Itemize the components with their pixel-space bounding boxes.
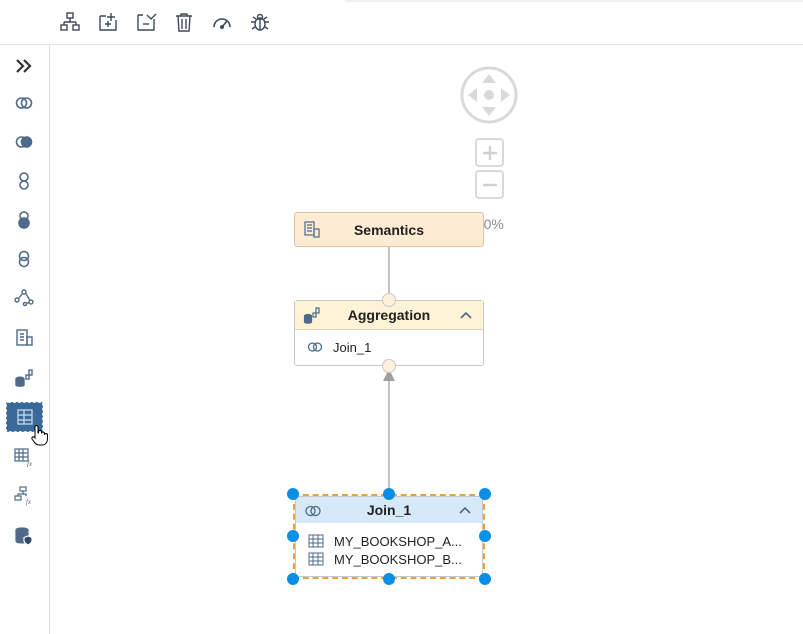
auto-layout-icon[interactable] <box>58 10 82 34</box>
aggregation-icon[interactable] <box>8 363 40 393</box>
performance-icon[interactable] <box>210 10 234 34</box>
data-access-icon[interactable] <box>8 521 40 551</box>
debug-icon[interactable] <box>248 10 272 34</box>
list-item[interactable]: Join_1 <box>295 338 483 356</box>
pan-left-icon <box>468 88 477 102</box>
table-icon <box>308 552 324 566</box>
collapse-chevron-icon[interactable] <box>458 503 472 517</box>
aggregation-node-title: Aggregation <box>347 307 431 323</box>
table-icon <box>308 534 324 548</box>
semantics-node-title: Semantics <box>353 221 425 238</box>
svg-text:fx: fx <box>26 498 32 506</box>
zoom-in-button[interactable] <box>475 138 504 167</box>
list-item[interactable]: MY_BOOKSHOP_B... <box>296 550 482 568</box>
pan-navigator[interactable] <box>460 66 518 124</box>
delete-icon[interactable] <box>172 10 196 34</box>
zoom-out-button[interactable] <box>475 170 504 199</box>
resize-handle-s[interactable] <box>383 573 395 585</box>
calculated-column-icon[interactable]: fx <box>8 442 40 472</box>
resize-handle-nw[interactable] <box>287 488 299 500</box>
resize-handle-e[interactable] <box>479 530 491 542</box>
join-node-title: Join_1 <box>366 502 412 518</box>
minus-zoom-icon <box>482 183 497 186</box>
aggregation-output-port[interactable] <box>382 359 396 373</box>
aggregation-node[interactable]: Aggregation Join_1 <box>294 300 484 366</box>
join-icon <box>307 342 323 352</box>
pan-right-icon <box>501 88 510 102</box>
collapse-chevron-icon[interactable] <box>459 308 473 322</box>
tool-sidebar: fx fx <box>0 45 50 634</box>
join-node[interactable]: Join_1 MY_BOOKSHOP_A... MY_BOOKSHOP_B... <box>295 496 483 577</box>
remove-node-icon[interactable] <box>134 10 158 34</box>
resize-handle-sw[interactable] <box>287 573 299 585</box>
toolbar-top-line <box>345 0 803 2</box>
resize-handle-se[interactable] <box>479 573 491 585</box>
plus-icon <box>482 145 497 160</box>
list-item[interactable]: MY_BOOKSHOP_A... <box>296 532 482 550</box>
semantics-node[interactable]: Semantics <box>294 212 484 247</box>
toolbar <box>0 0 803 45</box>
svg-text:fx: fx <box>27 460 33 467</box>
semantics-node-icon <box>304 221 320 238</box>
hand-cursor-icon <box>30 424 48 446</box>
add-node-icon[interactable] <box>96 10 120 34</box>
table-function-icon[interactable]: fx <box>8 481 40 511</box>
resize-handle-ne[interactable] <box>479 488 491 500</box>
aggregation-node-icon <box>303 307 320 324</box>
intersect-icon[interactable] <box>8 205 40 235</box>
union-icon[interactable] <box>8 166 40 196</box>
semantics-icon[interactable] <box>8 323 40 353</box>
left-join-icon[interactable] <box>8 127 40 157</box>
graph-icon[interactable] <box>8 283 40 313</box>
join-icon[interactable] <box>8 88 40 118</box>
join-node-icon <box>305 505 321 517</box>
aggregation-input-label: Join_1 <box>333 339 372 355</box>
resize-handle-n[interactable] <box>383 488 395 500</box>
arrow-head-icon <box>383 369 395 381</box>
minus-icon[interactable] <box>8 244 40 274</box>
expand-icon[interactable] <box>8 51 40 81</box>
pan-up-icon <box>482 74 496 83</box>
resize-handle-w[interactable] <box>287 530 299 542</box>
pan-down-icon <box>482 107 496 116</box>
join-input-label: MY_BOOKSHOP_A... <box>334 533 462 549</box>
aggregation-input-port[interactable] <box>382 293 396 307</box>
join-input-label: MY_BOOKSHOP_B... <box>334 551 462 567</box>
